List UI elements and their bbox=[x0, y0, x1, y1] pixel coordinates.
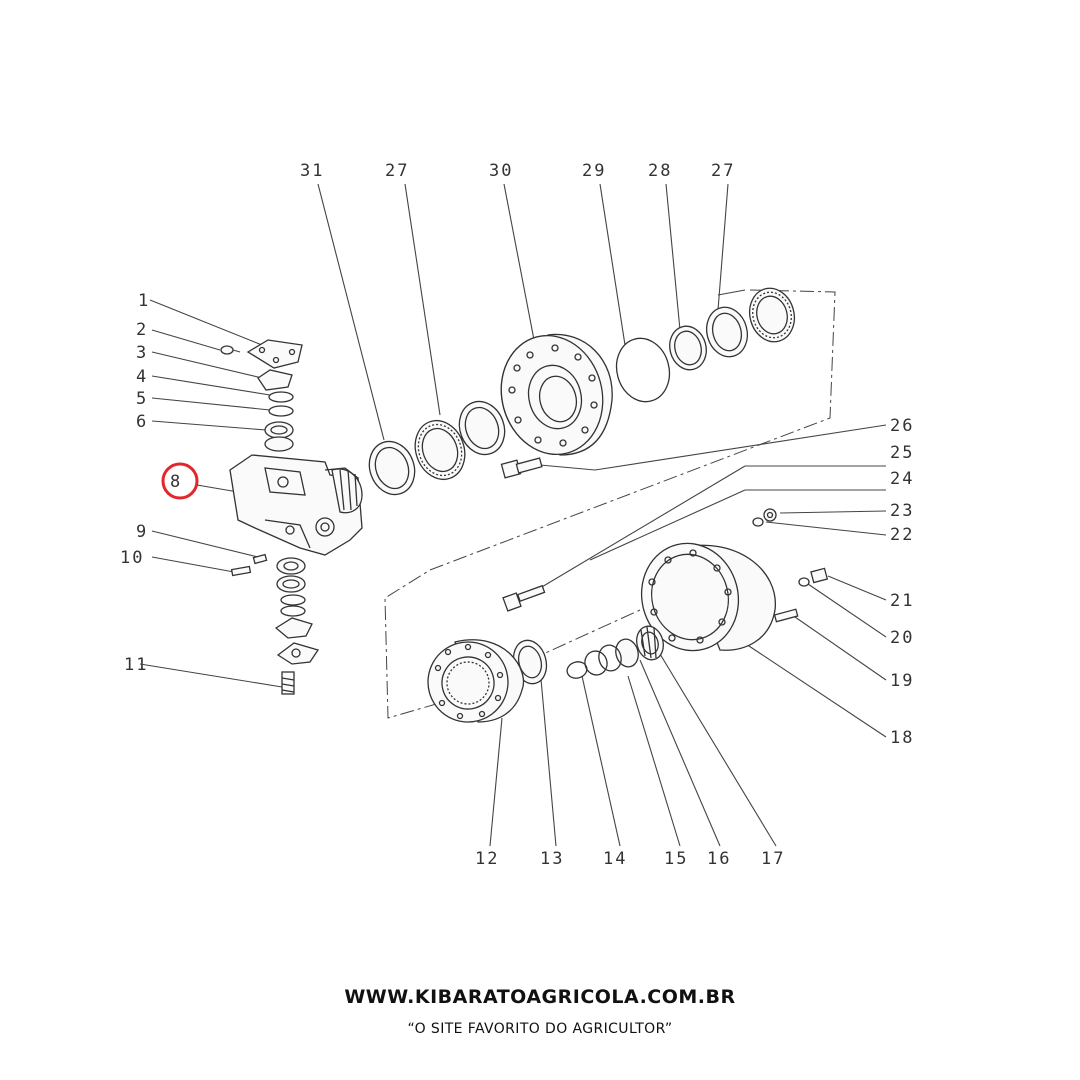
part-label-24: 24 bbox=[890, 469, 914, 489]
lower-kingpin-stack bbox=[274, 557, 320, 665]
part-label-1: 1 bbox=[138, 291, 150, 311]
part-14-circlip bbox=[566, 661, 588, 679]
part-27-bearing-b bbox=[748, 287, 796, 343]
part-20-o-ring bbox=[798, 577, 810, 587]
part-label-27a: 27 bbox=[385, 161, 409, 181]
part-label-15: 15 bbox=[664, 849, 688, 869]
part-label-13: 13 bbox=[540, 849, 564, 869]
part-17-sun-gear bbox=[636, 625, 664, 661]
part-26-hub-bolt bbox=[500, 457, 543, 479]
part-2-grease-fitting bbox=[220, 345, 241, 355]
part-3-shim bbox=[257, 369, 293, 391]
part-27-bearing-a bbox=[414, 419, 466, 481]
part-label-30: 30 bbox=[489, 161, 513, 181]
top-leader-lines bbox=[317, 183, 746, 441]
footer-website[interactable]: WWW.KIBARATOAGRICOLA.COM.BR bbox=[344, 986, 736, 1008]
part-8-knuckle-housing bbox=[229, 454, 363, 556]
part-23-nut bbox=[763, 508, 777, 522]
part-label-10: 10 bbox=[120, 548, 144, 568]
part-label-2: 2 bbox=[136, 320, 148, 340]
part-label-25: 25 bbox=[890, 443, 914, 463]
part-29-snap-ring bbox=[615, 337, 671, 403]
part-10-bolt bbox=[230, 565, 252, 577]
part-label-23: 23 bbox=[890, 501, 914, 521]
part-label-11: 11 bbox=[124, 655, 148, 675]
part-label-14: 14 bbox=[603, 849, 627, 869]
part-label-4: 4 bbox=[136, 367, 148, 387]
part-label-19: 19 bbox=[890, 671, 914, 691]
part-label-20: 20 bbox=[890, 628, 914, 648]
part-19-bolt bbox=[773, 608, 799, 623]
part-label-12: 12 bbox=[475, 849, 499, 869]
part-label-17: 17 bbox=[761, 849, 785, 869]
part-label-6: 6 bbox=[136, 412, 148, 432]
part-11-bolt bbox=[281, 671, 295, 695]
centerline-dashes bbox=[384, 289, 836, 719]
part-30-wheel-hub bbox=[500, 333, 613, 456]
part-25-pin bbox=[502, 584, 546, 612]
exploded-parts-diagram: 31 27 30 29 28 27 1 2 3 4 5 6 8 9 10 11 … bbox=[120, 161, 914, 869]
part-4-ring bbox=[268, 391, 294, 403]
race-ring-a bbox=[458, 400, 506, 456]
part-22-washer bbox=[752, 517, 764, 527]
part-9-pin bbox=[252, 553, 268, 565]
part-6-bearing bbox=[264, 421, 294, 452]
part-12-ring-gear bbox=[427, 639, 525, 723]
bottom-leader-lines bbox=[489, 653, 777, 847]
footer-slogan: “O SITE FAVORITO DO AGRICULTOR” bbox=[407, 1021, 673, 1037]
part-label-9: 9 bbox=[136, 522, 148, 542]
part-label-31: 31 bbox=[300, 161, 324, 181]
part-5-ring bbox=[268, 405, 294, 417]
part-31-seal bbox=[368, 440, 416, 496]
part-label-3: 3 bbox=[136, 343, 148, 363]
part-label-8: 8 bbox=[170, 472, 182, 492]
part-label-5: 5 bbox=[136, 389, 148, 409]
right-leader-lines bbox=[519, 424, 887, 738]
part-label-22: 22 bbox=[890, 525, 914, 545]
left-leader-lines bbox=[139, 299, 283, 688]
part-label-29: 29 bbox=[582, 161, 606, 181]
race-ring-b bbox=[705, 306, 749, 358]
part-label-16: 16 bbox=[707, 849, 731, 869]
part-18-carrier-housing bbox=[640, 542, 776, 652]
part-15-washer bbox=[598, 644, 622, 672]
part-label-27b: 27 bbox=[711, 161, 735, 181]
part-label-28: 28 bbox=[648, 161, 672, 181]
part-1-cap-plate bbox=[246, 339, 303, 369]
part-label-18: 18 bbox=[890, 728, 914, 748]
highlight-circle bbox=[161, 462, 199, 500]
part-label-21: 21 bbox=[890, 591, 914, 611]
part-21-plug bbox=[810, 567, 829, 584]
part-label-26: 26 bbox=[890, 416, 914, 436]
part-28-ring bbox=[669, 325, 707, 371]
